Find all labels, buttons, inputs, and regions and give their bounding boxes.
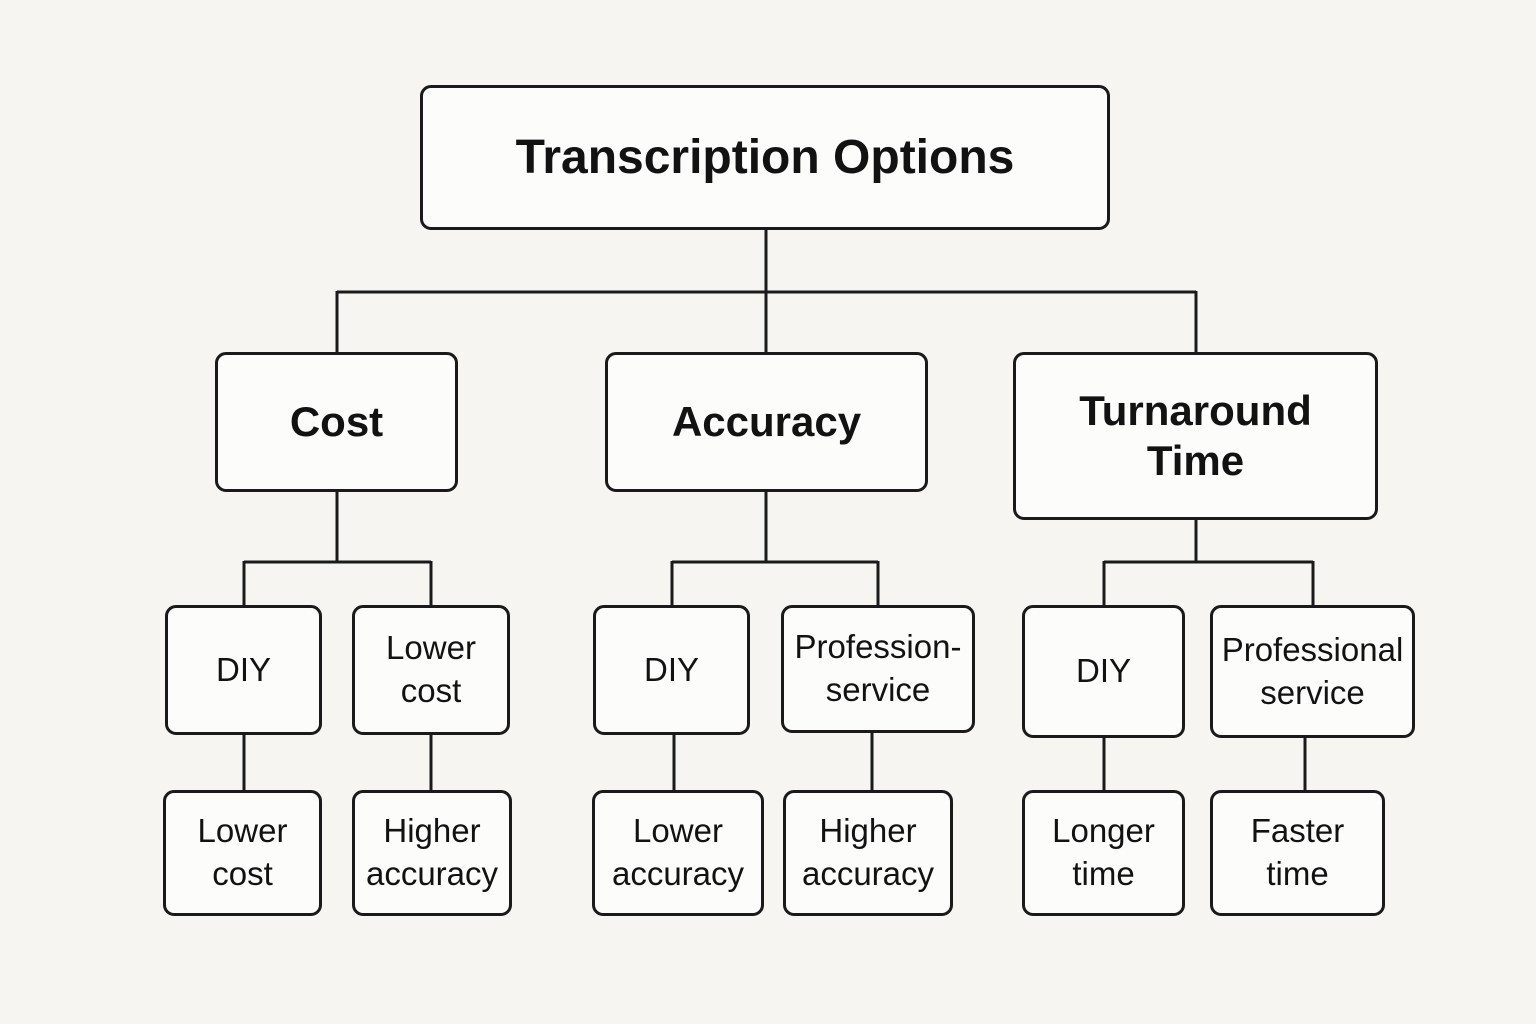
node-turnaround-time: Turnaround Time: [1013, 352, 1378, 520]
node-turnaround-outcome-faster-time: Faster time: [1210, 790, 1385, 916]
node-cost-diy: DIY: [165, 605, 322, 735]
node-cost: Cost: [215, 352, 458, 492]
node-accuracy: Accuracy: [605, 352, 928, 492]
node-turnaround-outcome-longer-time: Longer time: [1022, 790, 1185, 916]
node-cost-outcome-lower-cost: Lower cost: [163, 790, 322, 916]
node-accuracy-outcome-higher-accuracy: Higher accuracy: [783, 790, 953, 916]
node-turnaround-diy: DIY: [1022, 605, 1185, 738]
node-transcription-options: Transcription Options: [420, 85, 1110, 230]
node-accuracy-profession-service: Profession-service: [781, 605, 975, 733]
node-accuracy-outcome-lower-accuracy: Lower accuracy: [592, 790, 764, 916]
node-turnaround-professional-service: Professional service: [1210, 605, 1415, 738]
node-cost-outcome-higher-accuracy: Higher accuracy: [352, 790, 512, 916]
node-accuracy-diy: DIY: [593, 605, 750, 735]
node-cost-lower-cost: Lower cost: [352, 605, 510, 735]
